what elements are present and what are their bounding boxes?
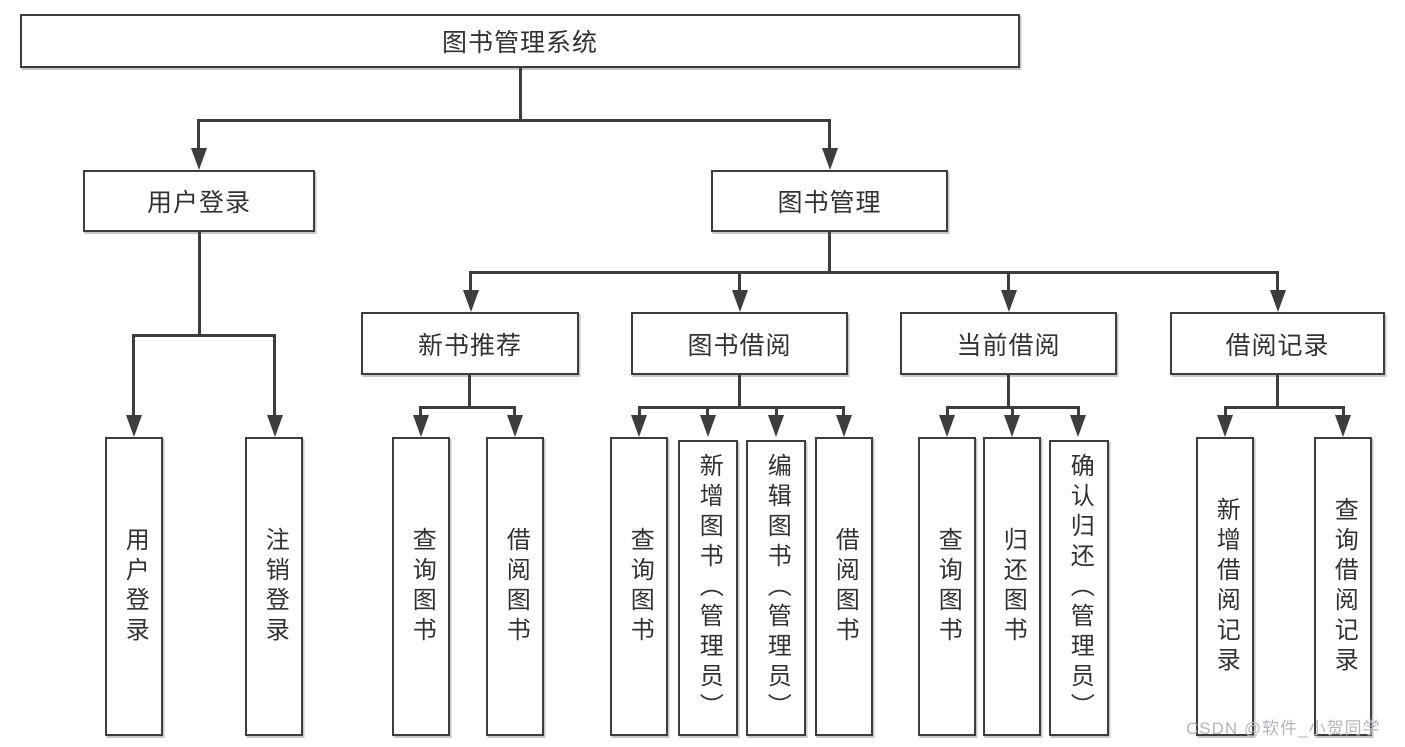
connector-new-books-stem (468, 375, 471, 409)
node-book-borrow: 图书借阅 (631, 312, 848, 375)
leaf-logout: 注销登录 (245, 437, 303, 736)
arrow-down-icon (1335, 415, 1351, 437)
connector-drop-leaf (638, 406, 641, 418)
connector-drop-leaf (1224, 406, 1227, 418)
leaf-confirm-return-admin: 确认归还（管理员） (1049, 440, 1109, 736)
leaf-add-book-admin: 新增图书（管理员） (678, 440, 738, 736)
connector-drop-borrow (738, 271, 741, 292)
connector-current-borrow-stem (1007, 375, 1010, 409)
arrow-down-icon (631, 415, 647, 437)
connector-user-login-stem (198, 232, 201, 337)
node-borrow-records-label: 借阅记录 (1225, 331, 1330, 360)
leaf-borrow-books-1: 借阅图书 (486, 437, 544, 736)
watermark-text: CSDN @软件_小贺同学 (1186, 719, 1381, 738)
leaf-user-login: 用户登录 (105, 437, 163, 736)
connector-drop-leaf (775, 406, 778, 418)
connector-drop-current (1007, 271, 1010, 292)
connector-drop-leaf (132, 334, 135, 418)
node-new-books-label: 新书推荐 (417, 331, 522, 360)
leaf-logout-label: 注销登录 (261, 526, 289, 647)
node-book-mgmt: 图书管理 (711, 170, 948, 232)
arrow-down-icon (463, 290, 479, 312)
connector-new-books-rail (420, 406, 516, 409)
arrow-down-icon (939, 415, 955, 437)
leaf-borrow-books-2-label: 借阅图书 (831, 526, 859, 647)
arrow-down-icon (1070, 415, 1086, 437)
connector-user-login-rail (133, 334, 276, 337)
leaf-add-borrow-record-label: 新增借阅记录 (1212, 496, 1240, 677)
arrow-down-icon (1217, 415, 1233, 437)
node-borrow-records: 借阅记录 (1170, 312, 1385, 375)
connector-drop-leaf (273, 334, 276, 418)
arrow-down-icon (1004, 415, 1020, 437)
leaf-query-books-1: 查询图书 (392, 437, 450, 736)
arrow-down-icon (822, 148, 838, 170)
connector-book-mgmt-stem (828, 232, 831, 273)
node-root: 图书管理系统 (20, 14, 1020, 68)
arrow-down-icon (768, 415, 784, 437)
connector-drop-book-mgmt (828, 119, 831, 151)
connector-level2-rail (469, 271, 1279, 274)
connector-drop-user-login (197, 119, 200, 151)
leaf-query-books-2: 查询图书 (610, 437, 668, 736)
connector-drop-leaf (1011, 406, 1014, 418)
connector-book-borrow-rail (638, 406, 845, 409)
node-book-borrow-label: 图书借阅 (687, 331, 792, 360)
connector-root-trunk (519, 66, 522, 121)
leaf-add-book-admin-label: 新增图书（管理员） (695, 453, 723, 723)
arrow-down-icon (191, 148, 207, 170)
leaf-add-borrow-record: 新增借阅记录 (1196, 437, 1254, 736)
leaf-query-books-3-label: 查询图书 (934, 526, 962, 647)
leaf-edit-book-admin: 编辑图书（管理员） (746, 440, 806, 736)
leaf-query-books-1-label: 查询图书 (408, 526, 436, 647)
node-book-mgmt-label: 图书管理 (777, 189, 882, 217)
connector-drop-leaf (706, 406, 709, 418)
node-user-login: 用户登录 (83, 170, 315, 232)
arrow-down-icon (507, 415, 523, 437)
connector-drop-leaf (513, 406, 516, 418)
node-current-borrow: 当前借阅 (900, 312, 1117, 375)
leaf-borrow-books-2: 借阅图书 (815, 437, 873, 736)
node-root-label: 图书管理系统 (441, 29, 598, 57)
leaf-return-books-label: 归还图书 (999, 526, 1027, 647)
arrow-down-icon (413, 415, 429, 437)
connector-drop-leaf (842, 406, 845, 418)
connector-borrow-records-stem (1276, 375, 1279, 409)
node-current-borrow-label: 当前借阅 (956, 331, 1061, 360)
leaf-query-borrow-record: 查询借阅记录 (1314, 437, 1372, 736)
leaf-confirm-return-admin-label: 确认归还（管理员） (1066, 453, 1094, 723)
connector-drop-new-books (469, 271, 472, 292)
connector-drop-leaf (419, 406, 422, 418)
leaf-query-books-3: 查询图书 (918, 437, 976, 736)
leaf-user-login-label: 用户登录 (121, 526, 149, 647)
connector-book-borrow-stem (738, 375, 741, 409)
node-user-login-label: 用户登录 (146, 189, 251, 217)
connector-drop-leaf (1077, 406, 1080, 418)
arrow-down-icon (1270, 290, 1286, 312)
leaf-query-books-2-label: 查询图书 (626, 526, 654, 647)
leaf-return-books: 归还图书 (983, 437, 1041, 736)
arrow-down-icon (126, 415, 142, 437)
leaf-query-borrow-record-label: 查询借阅记录 (1330, 496, 1358, 677)
arrow-down-icon (732, 290, 748, 312)
arrow-down-icon (836, 415, 852, 437)
arrow-down-icon (267, 415, 283, 437)
arrow-down-icon (700, 415, 716, 437)
connector-borrow-records-rail (1224, 406, 1344, 409)
arrow-down-icon (1001, 290, 1017, 312)
connector-drop-records (1276, 271, 1279, 292)
leaf-borrow-books-1-label: 借阅图书 (502, 526, 530, 647)
leaf-edit-book-admin-label: 编辑图书（管理员） (763, 453, 791, 723)
connector-drop-leaf (946, 406, 949, 418)
connector-level1-rail (197, 119, 831, 122)
node-new-books: 新书推荐 (361, 312, 579, 375)
connector-drop-leaf (1342, 406, 1345, 418)
